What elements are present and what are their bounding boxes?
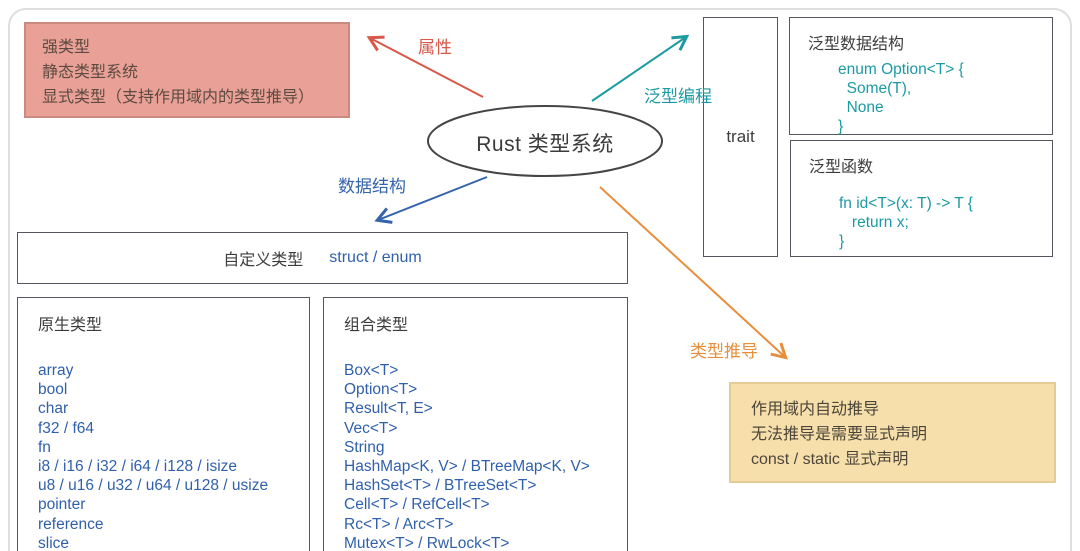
composite-types-box: 组合类型 Box<T> Option<T>Result<T, E>Vec<T>St… xyxy=(323,297,628,551)
edge-label-generics: 泛型编程 xyxy=(644,87,712,106)
code-line: Some(T), xyxy=(838,80,912,97)
code-line: fn id<T>(x: T) -> T { xyxy=(839,195,973,212)
primitive-type-item: char xyxy=(38,400,69,418)
generic-data-structure-box: 泛型数据结构 enum Option<T> { Some(T), None} xyxy=(789,17,1053,135)
composite-type-item: Result<T, E> xyxy=(344,400,433,418)
trait-box: trait xyxy=(703,17,778,257)
composite-type-item: Option<T> xyxy=(344,381,418,399)
custom-type-keywords: struct / enum xyxy=(329,249,422,266)
custom-type-box: 自定义类型 struct / enum xyxy=(17,232,628,284)
strength-line: 静态类型系统 xyxy=(42,64,139,81)
generic-data-structure-code: enum Option<T> { Some(T), None} xyxy=(838,60,1034,136)
primitive-types-title: 原生类型 xyxy=(38,317,103,334)
center-node-label: Rust 类型系统 xyxy=(476,133,614,156)
primitive-type-item: i8 / i16 / i32 / i64 / i128 / isize xyxy=(38,458,238,476)
custom-type-title: 自定义类型 xyxy=(223,252,304,269)
edge-label-data-structure: 数据结构 xyxy=(338,177,406,196)
primitive-type-item: pointer xyxy=(38,496,86,514)
composite-type-item: HashSet<T> / BTreeSet<T> xyxy=(344,477,537,495)
edge-label-inference: 类型推导 xyxy=(690,342,758,361)
strength-line: 强类型 xyxy=(42,39,91,56)
code-line: } xyxy=(839,233,845,250)
generic-function-title: 泛型函数 xyxy=(809,159,874,176)
primitive-type-item: bool xyxy=(38,381,68,399)
inference-line: const / static 显式声明 xyxy=(751,451,909,468)
code-line: return x; xyxy=(839,214,909,231)
composite-type-item: String xyxy=(344,438,385,456)
type-inference-box: 作用域内自动推导无法推导是需要显式声明 const / static 显式声明 xyxy=(729,382,1056,483)
composite-type-item: Mutex<T> / RwLock<T> xyxy=(344,534,510,551)
composite-type-item: HashMap<K, V> / BTreeMap<K, V> xyxy=(344,458,590,476)
composite-type-item: Vec<T> xyxy=(344,419,398,437)
code-line: } xyxy=(838,118,844,135)
inference-line: 无法推导是需要显式声明 xyxy=(751,426,928,443)
generic-function-box: 泛型函数 fn id<T>(x: T) -> T { return x;} xyxy=(790,140,1053,257)
primitive-type-item: u8 / u16 / u32 / u64 / u128 / usize xyxy=(38,477,269,495)
generic-function-code: fn id<T>(x: T) -> T { return x;} xyxy=(839,194,1034,251)
code-line: enum Option<T> { xyxy=(838,61,964,78)
composite-type-item: Cell<T> / RefCell<T> xyxy=(344,496,490,514)
edge-label-attribute: 属性 xyxy=(418,38,452,57)
composite-type-item: Box<T> xyxy=(344,362,399,379)
composite-type-item: Rc<T> / Arc<T> xyxy=(344,515,454,533)
code-line: None xyxy=(838,99,884,116)
primitive-type-item: slice xyxy=(38,534,70,551)
primitive-type-item: array xyxy=(38,362,74,379)
strength-line: 显式类型（支持作用域内的类型推导） xyxy=(42,89,315,106)
primitive-type-item: reference xyxy=(38,515,104,533)
primitive-type-item: fn xyxy=(38,438,51,456)
primitive-type-item: f32 / f64 xyxy=(38,419,95,437)
strong-typing-box: 强类型静态类型系统显式类型（支持作用域内的类型推导） xyxy=(24,22,350,118)
generic-data-structure-title: 泛型数据结构 xyxy=(808,36,905,53)
inference-line: 作用域内自动推导 xyxy=(751,401,880,418)
composite-types-title: 组合类型 xyxy=(344,317,409,334)
